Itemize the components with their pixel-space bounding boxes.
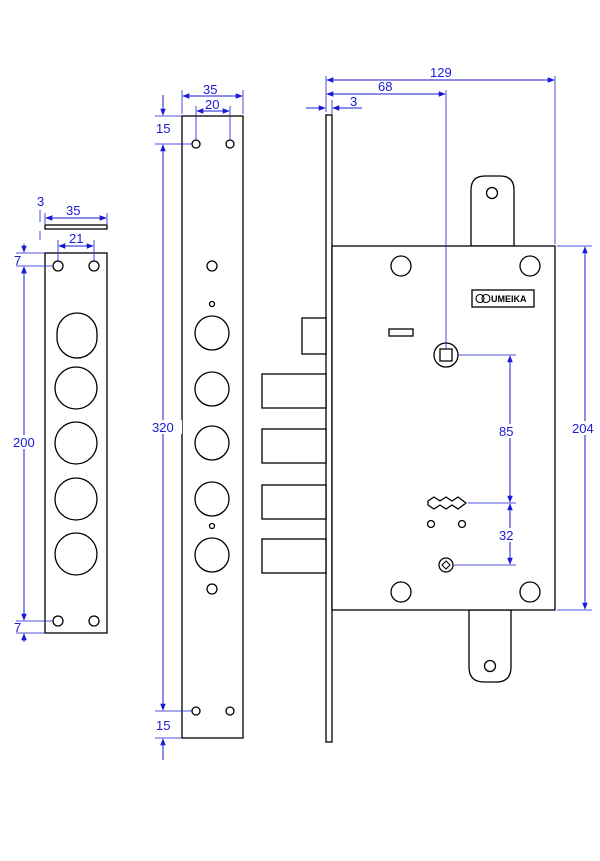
long-plate-bolt-hole: [194, 371, 230, 407]
dim-small-height: 200: [13, 435, 35, 450]
dim-small-edge-top: 7: [14, 253, 21, 268]
spindle-square-hole: [439, 348, 453, 362]
small-plate-screw-hole: [52, 615, 64, 627]
dim-spindle-to-key: 85: [499, 424, 513, 439]
dim-lock-faceplate-thickness: 3: [350, 94, 357, 109]
long-plate-bolt-hole: [194, 315, 230, 351]
deadbolt: [261, 373, 327, 409]
knot-logo-icon: [475, 293, 491, 304]
case-screw-hole: [390, 255, 412, 277]
dim-long-hole-spacing: 20: [205, 97, 219, 112]
bracket-screw-hole: [483, 659, 497, 673]
small-cover-plate: [44, 224, 108, 634]
long-strike-plate: [181, 115, 244, 739]
long-plate-pin-hole: [208, 300, 216, 308]
small-plate-cutout: [54, 366, 98, 410]
cylinder-cam: [438, 557, 454, 573]
long-plate-screw-hole: [225, 706, 235, 716]
dim-long-height: 320: [152, 420, 174, 435]
small-plate-cutout: [54, 477, 98, 521]
bracket-screw-hole: [485, 186, 499, 200]
small-plate-cutout: [54, 421, 98, 465]
dim-small-edge-bottom: 7: [14, 620, 21, 635]
top-mounting-bracket: [470, 175, 515, 247]
case-screw-hole: [519, 581, 541, 603]
lock-faceplate: [325, 114, 333, 743]
dim-small-width: 35: [66, 203, 80, 218]
small-plate-screw-hole: [88, 615, 100, 627]
dim-small-thickness: 3: [37, 194, 44, 209]
long-plate-bolt-hole: [194, 481, 230, 517]
long-plate-dimensions: 35 20 15 320 15: [150, 82, 244, 760]
dim-long-edge-top: 15: [156, 121, 170, 136]
deadbolt: [261, 428, 327, 464]
long-plate-screw-hole: [206, 583, 218, 595]
small-plate-edge-view: [44, 224, 108, 230]
case-screw-hole: [519, 255, 541, 277]
long-plate-screw-hole: [206, 260, 218, 272]
deadbolt: [261, 484, 327, 520]
long-plate-bolt-hole: [194, 425, 230, 461]
lock-body-dimensions: 129 68 3 204 85 32: [306, 65, 600, 611]
latch-bolt: [301, 317, 327, 355]
key-slot: [426, 496, 468, 529]
dim-small-hole-spacing: 21: [69, 231, 83, 246]
long-plate-screw-hole: [191, 139, 201, 149]
dim-key-to-cylinder: 32: [499, 528, 513, 543]
dim-long-edge-bottom: 15: [156, 718, 170, 733]
dim-lock-overall-width: 129: [430, 65, 452, 80]
small-plate-cutout: [56, 312, 98, 359]
bottom-mounting-bracket: [468, 609, 512, 683]
long-plate-bolt-hole: [194, 537, 230, 573]
case-screw-hole: [390, 581, 412, 603]
dim-lock-backset: 68: [378, 79, 392, 94]
small-plate-screw-hole: [52, 260, 64, 272]
small-plate-dimensions: 3 35 21 7 200 7: [10, 194, 108, 642]
dim-lock-height: 204: [572, 421, 594, 436]
long-plate-screw-hole: [225, 139, 235, 149]
deadbolt: [261, 538, 327, 574]
brand-logo-text: UMEIKA: [491, 294, 527, 304]
dim-long-width: 35: [203, 82, 217, 97]
small-plate-cutout: [54, 532, 98, 576]
case-slot: [388, 328, 414, 337]
small-plate-screw-hole: [88, 260, 100, 272]
long-plate-pin-hole: [208, 522, 216, 530]
long-plate-screw-hole: [191, 706, 201, 716]
